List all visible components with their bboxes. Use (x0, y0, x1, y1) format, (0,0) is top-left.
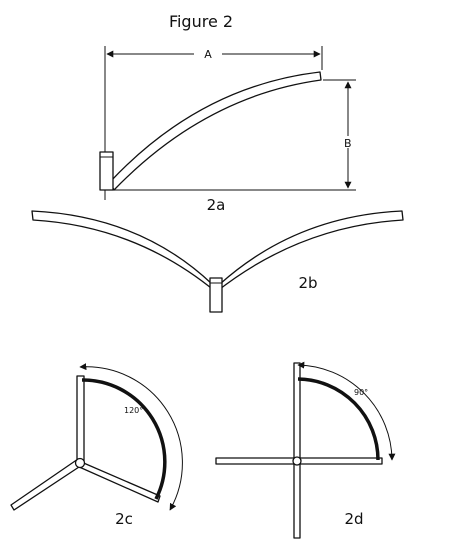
hub (74, 457, 86, 469)
arm-right-down (76, 460, 161, 503)
figure-2c: 120° 2c (10, 363, 183, 528)
cross-vertical-arm (293, 362, 301, 539)
curved-arm (109, 71, 322, 191)
dim-a-label: A (204, 48, 212, 61)
figure-2c-label: 2c (115, 510, 133, 528)
figure-title: Figure 2 (169, 12, 233, 31)
pole-fitter (99, 151, 114, 191)
twin-arm-left (31, 210, 217, 293)
figure-2a-label: 2a (207, 196, 226, 214)
arc-120-arrow (79, 363, 183, 511)
cross-hub (292, 456, 302, 466)
figure-2d: 90° 2d (215, 361, 396, 539)
figure-2b-label: 2b (298, 274, 317, 292)
arm-left-down (10, 458, 83, 511)
figure-2a: A B 2a (99, 46, 356, 214)
angle-90-label: 90° (354, 388, 368, 397)
figure-2d-label: 2d (344, 510, 363, 528)
arc-90-arrow (297, 361, 396, 461)
dim-b-label: B (344, 137, 352, 150)
figure-2b: 2b (31, 210, 404, 313)
angle-120-label: 120° (124, 406, 143, 415)
arm-up (76, 375, 85, 462)
twin-pole-fitter (209, 277, 223, 313)
